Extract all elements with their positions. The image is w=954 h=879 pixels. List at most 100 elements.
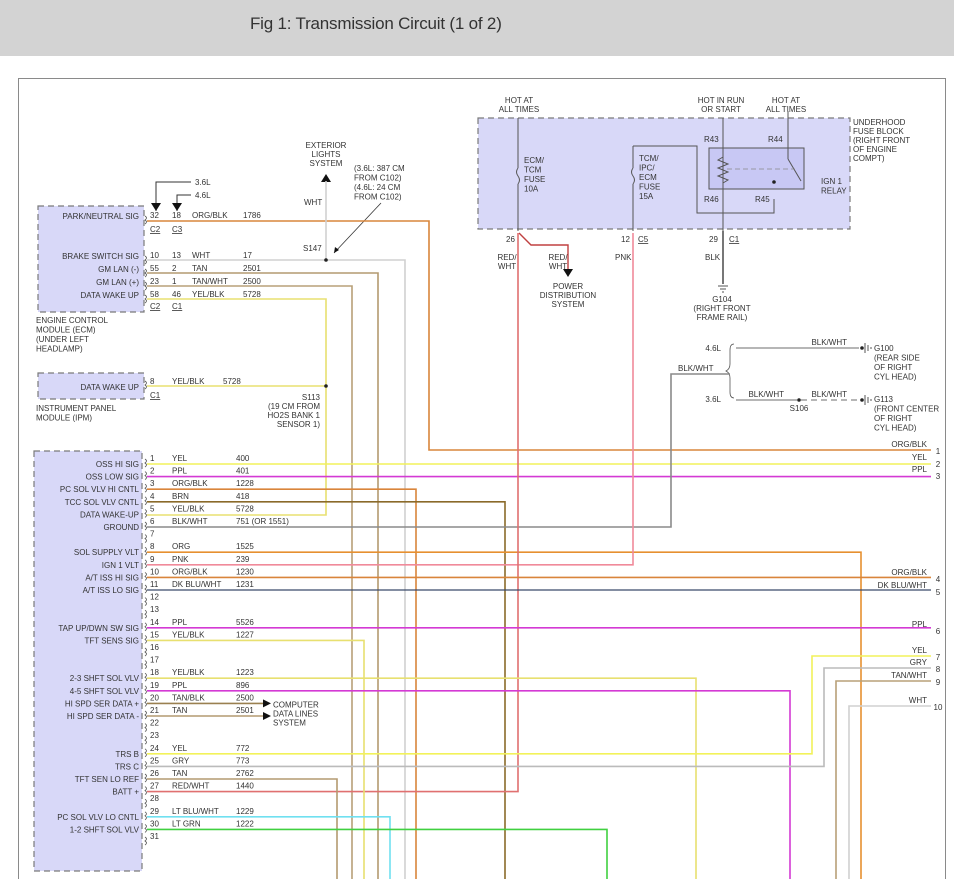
circuit-number: 239 bbox=[236, 555, 250, 564]
ground-label: (RIGHT FRONT bbox=[693, 304, 750, 313]
right-terminal-number: 1 bbox=[936, 447, 941, 456]
tcm-pin-number: 22 bbox=[150, 719, 159, 728]
ecm-pin-number: 32 bbox=[150, 211, 159, 220]
ecm-pin-number: 1 bbox=[172, 277, 177, 286]
pin-bracket bbox=[144, 685, 147, 695]
tcm-pin-number: 4 bbox=[150, 492, 155, 501]
hot-at-all-times-label: ALL TIMES bbox=[766, 105, 806, 114]
wire-brake-switch bbox=[147, 259, 406, 879]
circuit-number: 2762 bbox=[236, 769, 254, 778]
wire-color-label: RED/WHT bbox=[172, 782, 209, 791]
wire-color-label: LT BLU/WHT bbox=[172, 807, 219, 816]
wire-color-label: RED/ bbox=[548, 253, 568, 262]
tcm-pin-number: 5 bbox=[150, 504, 155, 513]
fuse-label: TCM bbox=[524, 166, 542, 175]
ground-label: G100 bbox=[874, 344, 894, 353]
ground-label: (FRONT CENTER bbox=[874, 405, 939, 414]
wire-pc-sol-lo bbox=[147, 816, 391, 879]
tcm-pin-number: 3 bbox=[150, 479, 155, 488]
splice-note: SENSOR 1) bbox=[277, 420, 320, 429]
wire-ign1 bbox=[147, 233, 634, 566]
wire-trs-c bbox=[147, 667, 931, 768]
fuse-label: 15A bbox=[639, 192, 654, 201]
pin-bracket bbox=[144, 294, 147, 304]
tcm-pin-label: HI SPD SER DATA - bbox=[67, 712, 139, 721]
ipm-name: INSTRUMENT PANEL bbox=[36, 404, 117, 413]
tcm-pin-label: OSS HI SIG bbox=[96, 460, 139, 469]
ecm-pin-label: GM LAN (+) bbox=[96, 278, 139, 287]
figure-title: Fig 1: Transmission Circuit (1 of 2) bbox=[250, 14, 502, 33]
arrow-right-icon bbox=[263, 712, 271, 720]
right-wire-color-label: YEL bbox=[912, 646, 928, 655]
splice-dot bbox=[797, 398, 801, 402]
pin-bracket bbox=[144, 380, 147, 390]
ipm-pin-number: 8 bbox=[150, 377, 155, 386]
tcm-pin-number: 8 bbox=[150, 542, 155, 551]
circuit-number: 1230 bbox=[236, 567, 254, 576]
arrow-up-icon bbox=[321, 174, 331, 182]
wire-color-label: WHT bbox=[498, 262, 516, 271]
circuit-number: 1231 bbox=[236, 580, 254, 589]
relay-label: RELAY bbox=[821, 187, 847, 196]
splice-note: (4.6L: 24 CM bbox=[354, 183, 401, 192]
wire-12-shft bbox=[147, 828, 608, 879]
pin-bracket bbox=[144, 534, 147, 543]
fuse-label: 10A bbox=[524, 185, 539, 194]
wire-color-label: WHT bbox=[192, 251, 210, 260]
engine-label: 3.6L bbox=[705, 395, 721, 404]
splice-label: S106 bbox=[790, 404, 809, 413]
tcm-pin-number: 24 bbox=[150, 744, 159, 753]
tcm-pin-number: 31 bbox=[150, 832, 159, 841]
pin-bracket bbox=[144, 710, 147, 720]
tcm-pin-number: 20 bbox=[150, 693, 159, 702]
arrow-down-icon bbox=[172, 203, 182, 211]
red-wht-branch bbox=[518, 232, 569, 269]
wire-color-label: ORG bbox=[172, 542, 190, 551]
wire-park-neutral bbox=[147, 220, 931, 451]
tcm-pin-number: 7 bbox=[150, 530, 155, 539]
wire-color-label: DK BLU/WHT bbox=[172, 580, 221, 589]
tcm-pin-label: PC SOL VLV LO CNTL bbox=[57, 813, 139, 822]
arrow-icon bbox=[334, 247, 339, 253]
wire-color-label: ORG/BLK bbox=[192, 211, 228, 220]
fuse-icon bbox=[631, 167, 635, 185]
hot-at-all-times-label: HOT AT bbox=[505, 96, 533, 105]
tcm-pin-label: GROUND bbox=[103, 523, 139, 532]
fuse-block-name: COMPT) bbox=[853, 154, 885, 163]
tcm-pin-number: 29 bbox=[150, 807, 159, 816]
wire-trs-b bbox=[147, 655, 931, 755]
circuit-number: 1223 bbox=[236, 668, 254, 677]
computer-data-lines-label: SYSTEM bbox=[273, 718, 306, 727]
pin-bracket bbox=[144, 471, 147, 480]
relay-terminal-label: R43 bbox=[704, 135, 719, 144]
wire-color-label: WHT bbox=[304, 198, 322, 207]
circuit-number: 1227 bbox=[236, 630, 254, 639]
wire-color-label: YEL/BLK bbox=[172, 504, 205, 513]
tcm-pin-number: 30 bbox=[150, 819, 159, 828]
wire-wht-10 bbox=[848, 705, 931, 879]
pin-bracket bbox=[144, 811, 147, 821]
tcm-pin-number: 13 bbox=[150, 605, 159, 614]
splice-s113 bbox=[324, 384, 328, 388]
right-terminal-number: 8 bbox=[936, 665, 941, 674]
tcm-pin-number: 10 bbox=[150, 567, 159, 576]
wire-45-shft bbox=[147, 690, 791, 879]
power-distribution-label: SYSTEM bbox=[552, 300, 585, 309]
ground-label: CYL HEAD) bbox=[874, 373, 917, 382]
circuit-number: 1222 bbox=[236, 819, 254, 828]
relay-terminal-label: R45 bbox=[755, 195, 770, 204]
exterior-lights-label: SYSTEM bbox=[310, 159, 343, 168]
splice-note: (3.6L: 387 CM bbox=[354, 164, 405, 173]
pin-bracket bbox=[144, 559, 147, 569]
ground-label: G104 bbox=[712, 295, 732, 304]
tcm-pin-label: TRS B bbox=[115, 750, 139, 759]
ecm-pin-number: 55 bbox=[150, 264, 159, 273]
fuse-label: ECM bbox=[639, 173, 657, 182]
splice-label: S147 bbox=[303, 244, 322, 253]
pin-bracket bbox=[144, 496, 147, 506]
right-wire-color-label: DK BLU/WHT bbox=[878, 581, 927, 590]
title-bar: Fig 1: Transmission Circuit (1 of 2) bbox=[0, 0, 954, 56]
pin-bracket bbox=[144, 735, 147, 745]
circuit-number: 1228 bbox=[236, 479, 254, 488]
wire-color-label: YEL/BLK bbox=[172, 377, 205, 386]
